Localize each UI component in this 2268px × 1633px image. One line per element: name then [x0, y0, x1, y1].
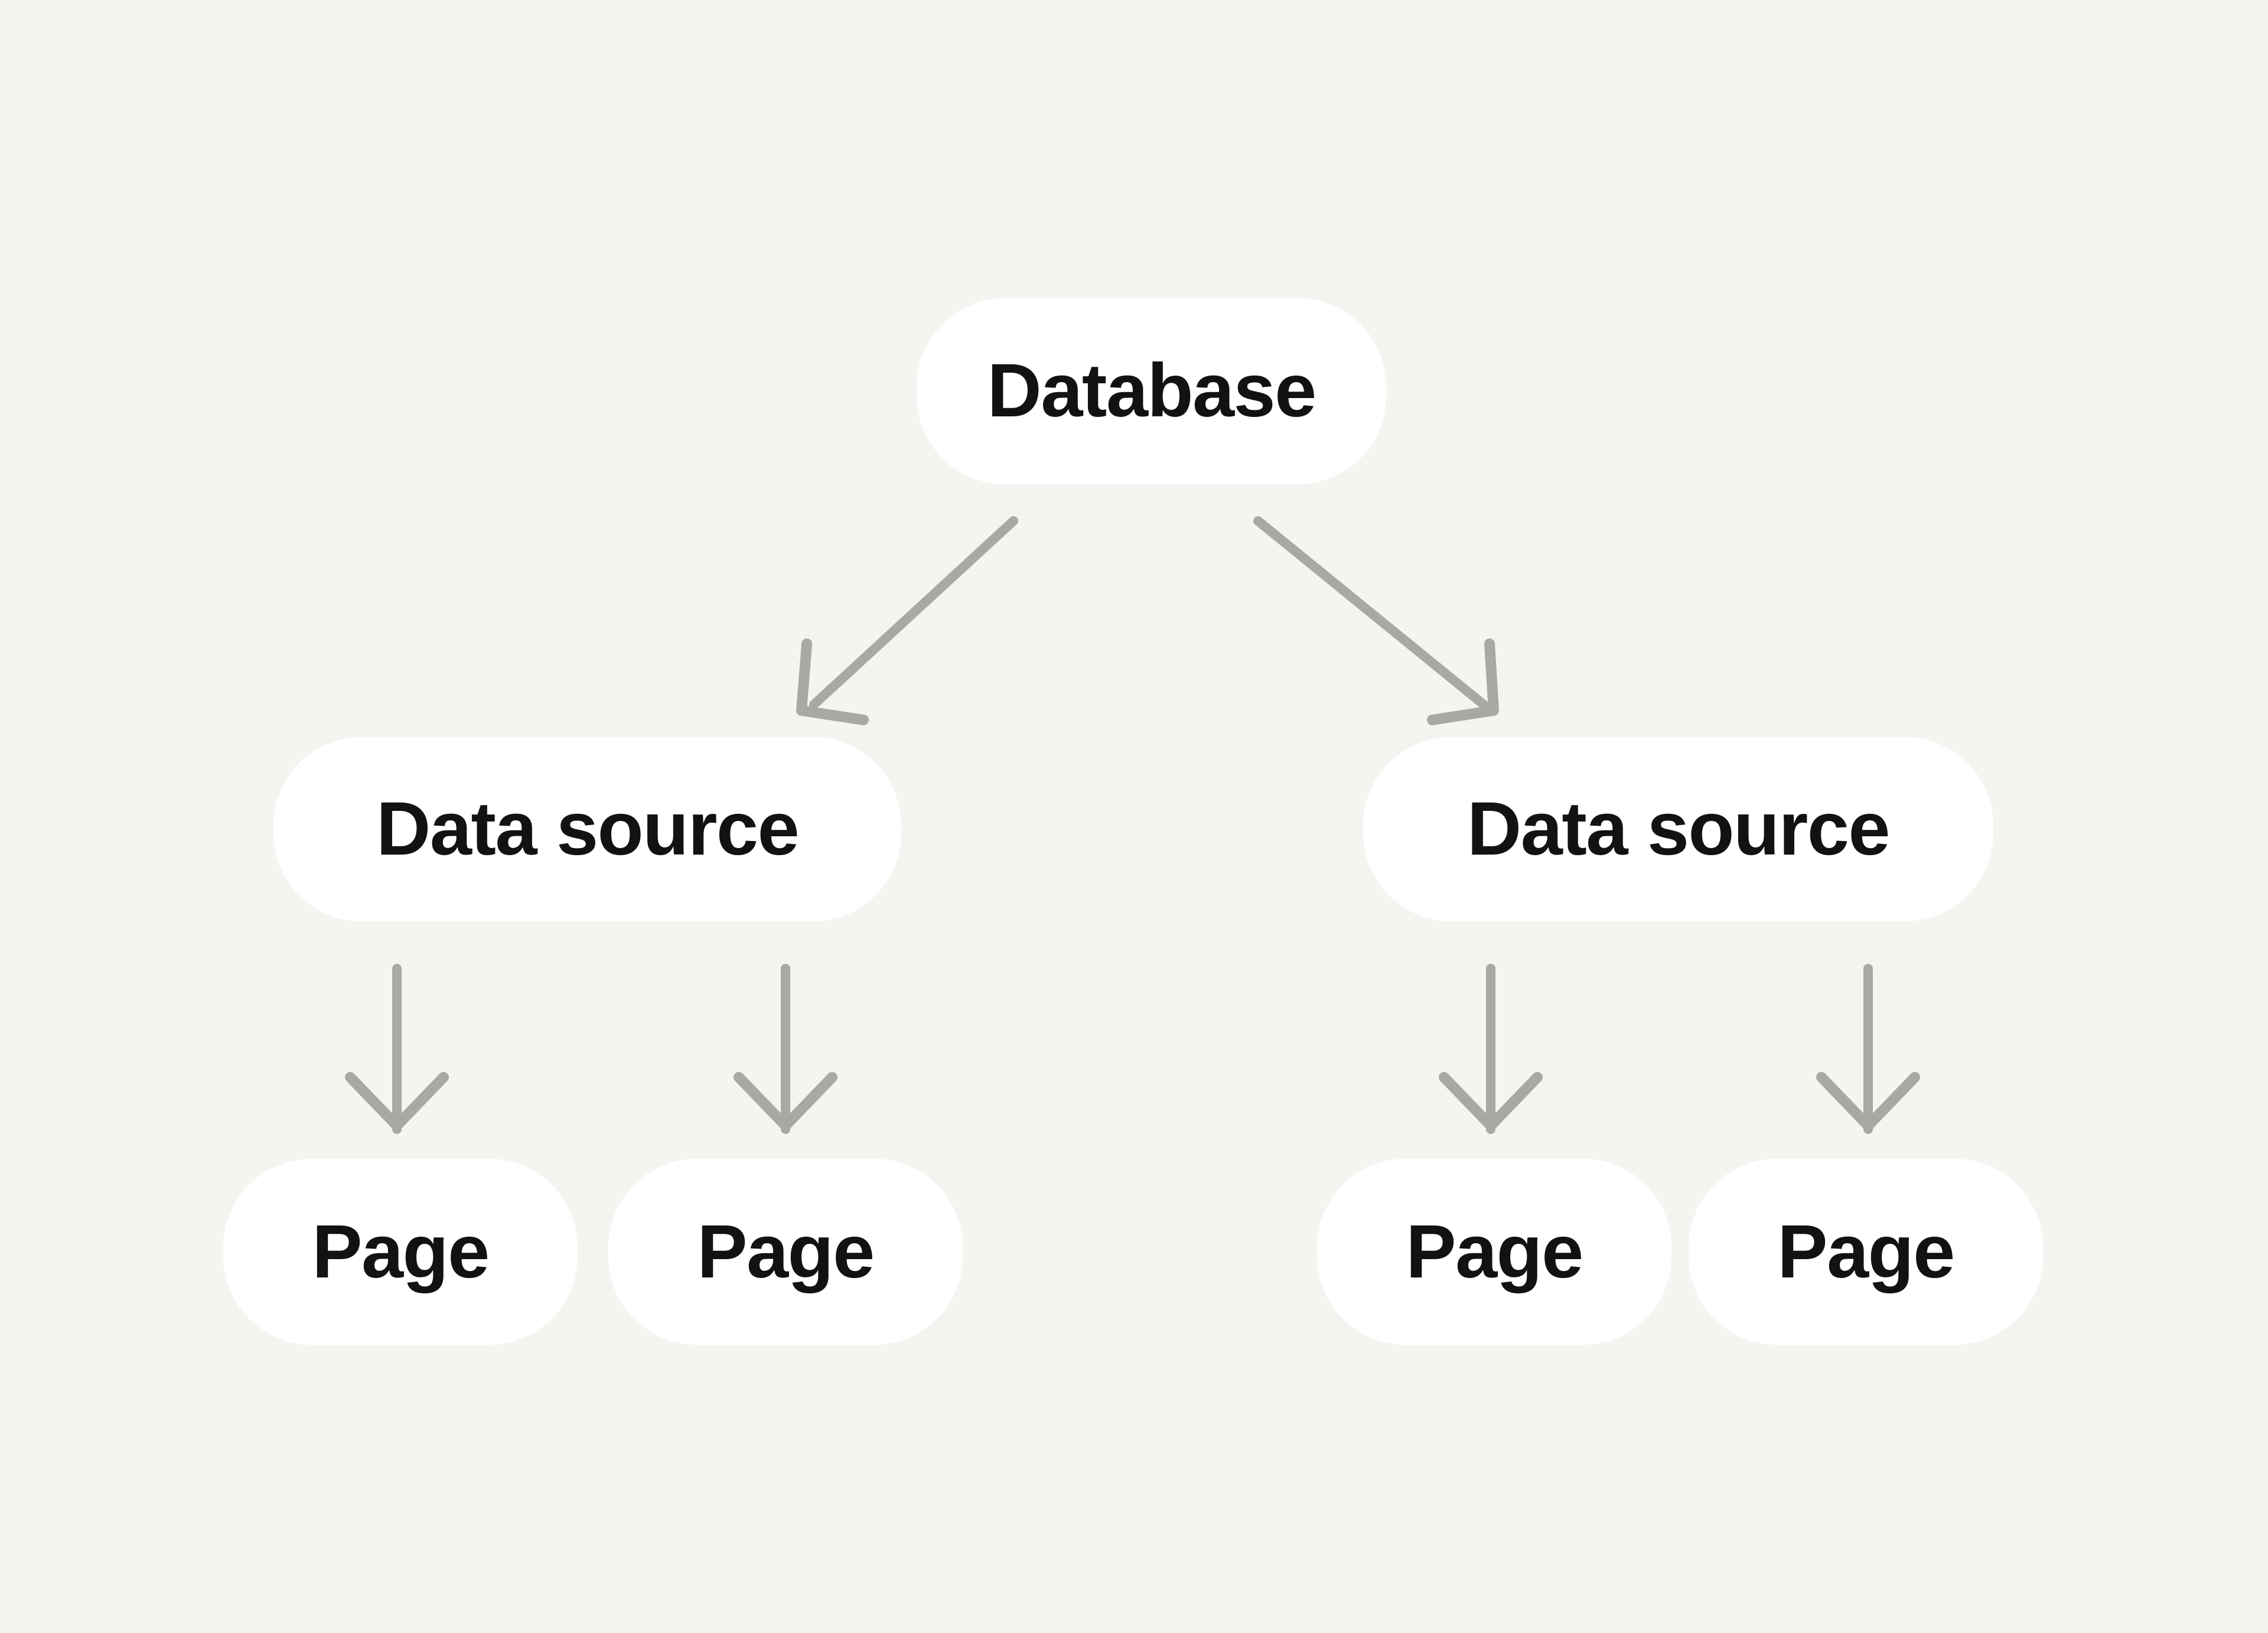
arrow-database-to-right-data-source	[1253, 516, 1499, 725]
node-page-4: Page	[1688, 1159, 2044, 1345]
arrow-database-to-left-data-source	[796, 516, 1018, 725]
node-page-1: Page	[223, 1159, 578, 1345]
node-database-label: Database	[987, 348, 1317, 433]
node-page-2: Page	[608, 1159, 963, 1345]
node-data-source-left: Data source	[273, 737, 901, 921]
node-page-2-label: Page	[697, 1209, 875, 1294]
node-data-source-right: Data source	[1363, 737, 1993, 921]
arrow-left-data-source-to-page-2	[734, 964, 838, 1134]
arrow-right-data-source-to-page-4	[1816, 964, 1920, 1134]
node-page-3: Page	[1317, 1159, 1672, 1345]
node-data-source-left-label: Data source	[376, 787, 800, 872]
node-database: Database	[917, 298, 1386, 484]
node-page-4-label: Page	[1777, 1209, 1955, 1294]
arrow-left-data-source-to-page-1	[345, 964, 449, 1134]
arrow-right-data-source-to-page-3	[1439, 964, 1543, 1134]
node-page-3-label: Page	[1406, 1209, 1583, 1294]
node-page-1-label: Page	[312, 1209, 490, 1294]
node-data-source-right-label: Data source	[1467, 787, 1891, 872]
